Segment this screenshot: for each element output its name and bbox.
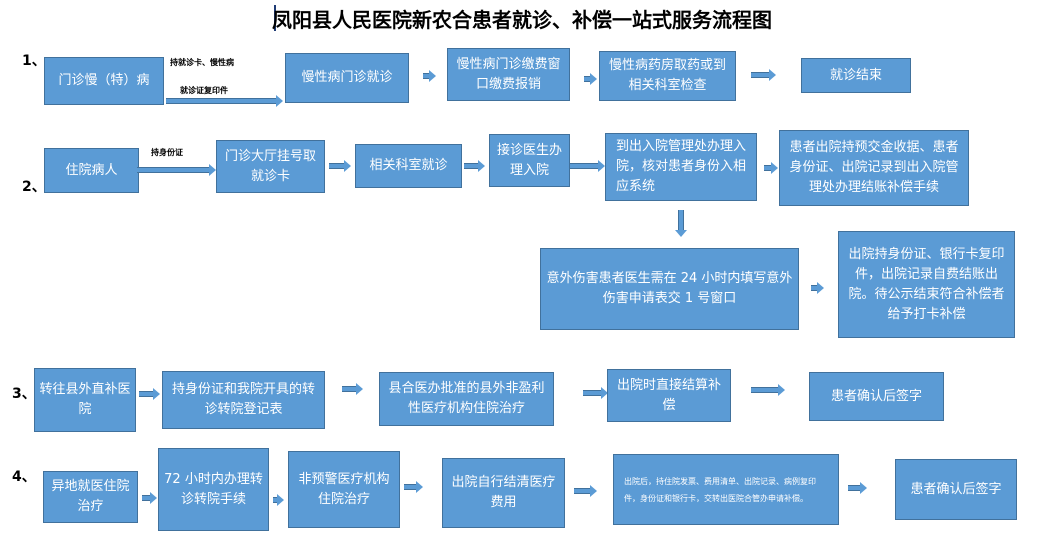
r2-step-inpatient: 住院病人 xyxy=(44,148,139,193)
r2-arrow-2 xyxy=(329,160,351,172)
r4-step-72h: 72 小时内办理转诊转院手续 xyxy=(158,448,269,531)
r1-step-payment: 慢性病门诊缴费窗口缴费报销 xyxy=(447,48,570,101)
r2-arrow-down xyxy=(675,210,687,237)
r1-step-pharmacy: 慢性病药房取药或到相关科室检查 xyxy=(599,51,736,101)
r4-step-confirm: 患者确认后签字 xyxy=(895,459,1017,520)
r4-arrow-1 xyxy=(142,492,157,504)
r2-arrow-6 xyxy=(811,282,824,294)
r1-step-chronic-visit: 慢性病门诊就诊 xyxy=(285,53,409,103)
r3-arrow-1 xyxy=(139,388,160,400)
r2-step-injury-discharge: 出院持身份证、银行卡复印件，出院记录自费结账出院。待公示结束符合补偿者给予打卡补… xyxy=(838,231,1015,338)
r3-step-confirm: 患者确认后签字 xyxy=(809,372,944,421)
r2-arrow-4 xyxy=(570,160,605,172)
r4-arrow-5 xyxy=(848,482,867,494)
r2-arrow-5 xyxy=(764,162,778,174)
r2-step-admission-office: 到出入院管理处办理入院，核对患者身份入相应系统 xyxy=(605,133,757,201)
r1-label-bottom: 就诊证复印件 xyxy=(180,86,228,95)
r2-arrow-3 xyxy=(464,160,485,172)
row-1-number: 1、 xyxy=(22,53,46,69)
r4-step-non-warning: 非预警医疗机构住院治疗 xyxy=(288,451,400,528)
r4-arrow-3 xyxy=(404,481,423,493)
r3-arrow-3 xyxy=(583,387,608,399)
r3-step-id-registration: 持身份证和我院开具的转诊转院登记表 xyxy=(162,371,325,429)
r1-label-top: 持就诊卡、慢性病 xyxy=(170,58,234,67)
r4-step-remote: 异地就医住院治疗 xyxy=(43,471,138,523)
r1-step-outpatient-chronic: 门诊慢（特）病 xyxy=(44,57,164,105)
r3-step-transfer: 转往县外直补医院 xyxy=(34,368,136,432)
r1-arrow-3 xyxy=(584,73,597,85)
r3-step-direct-settle: 出院时直接结算补偿 xyxy=(607,369,731,422)
text-cursor xyxy=(274,5,276,31)
r4-arrow-2 xyxy=(273,494,284,506)
r2-step-injury-report: 意外伤害患者医生需在 24 小时内填写意外伤害申请表交 1 号窗口 xyxy=(540,248,799,330)
r2-step-department: 相关科室就诊 xyxy=(355,144,462,188)
r4-step-apply-compensation: 出院后，持住院发票、费用清单、出院记录、病例复印件，身份证和银行卡，交转出医院合… xyxy=(613,454,839,525)
r1-step-end: 就诊结束 xyxy=(801,58,911,93)
r2-step-settlement: 患者出院持预交金收据、患者身份证、出院记录到出入院管理处办理结账补偿手续 xyxy=(779,130,969,206)
r3-step-approved-hospital: 县合医办批准的县外非盈利性医疗机构住院治疗 xyxy=(379,372,554,426)
page-title: 凤阳县人民医院新农合患者就诊、补偿一站式服务流程图 xyxy=(272,8,772,32)
row-3-number: 3、 xyxy=(12,386,36,402)
r4-step-self-pay: 出院自行结清医疗费用 xyxy=(442,458,565,528)
r2-label: 持身份证 xyxy=(151,148,183,157)
r3-arrow-2 xyxy=(342,383,363,395)
r2-step-admit: 接诊医生办理入院 xyxy=(489,134,570,187)
r2-step-register: 门诊大厅挂号取就诊卡 xyxy=(216,140,325,193)
r3-arrow-4 xyxy=(751,384,785,396)
r2-arrow-1 xyxy=(137,164,216,176)
row-4-number: 4、 xyxy=(12,469,36,485)
r4-arrow-4 xyxy=(574,485,597,497)
r1-arrow-4 xyxy=(751,69,776,81)
r1-arrow-2 xyxy=(423,70,436,82)
r1-arrow-1 xyxy=(166,95,283,107)
row-2-number: 2、 xyxy=(22,179,46,195)
